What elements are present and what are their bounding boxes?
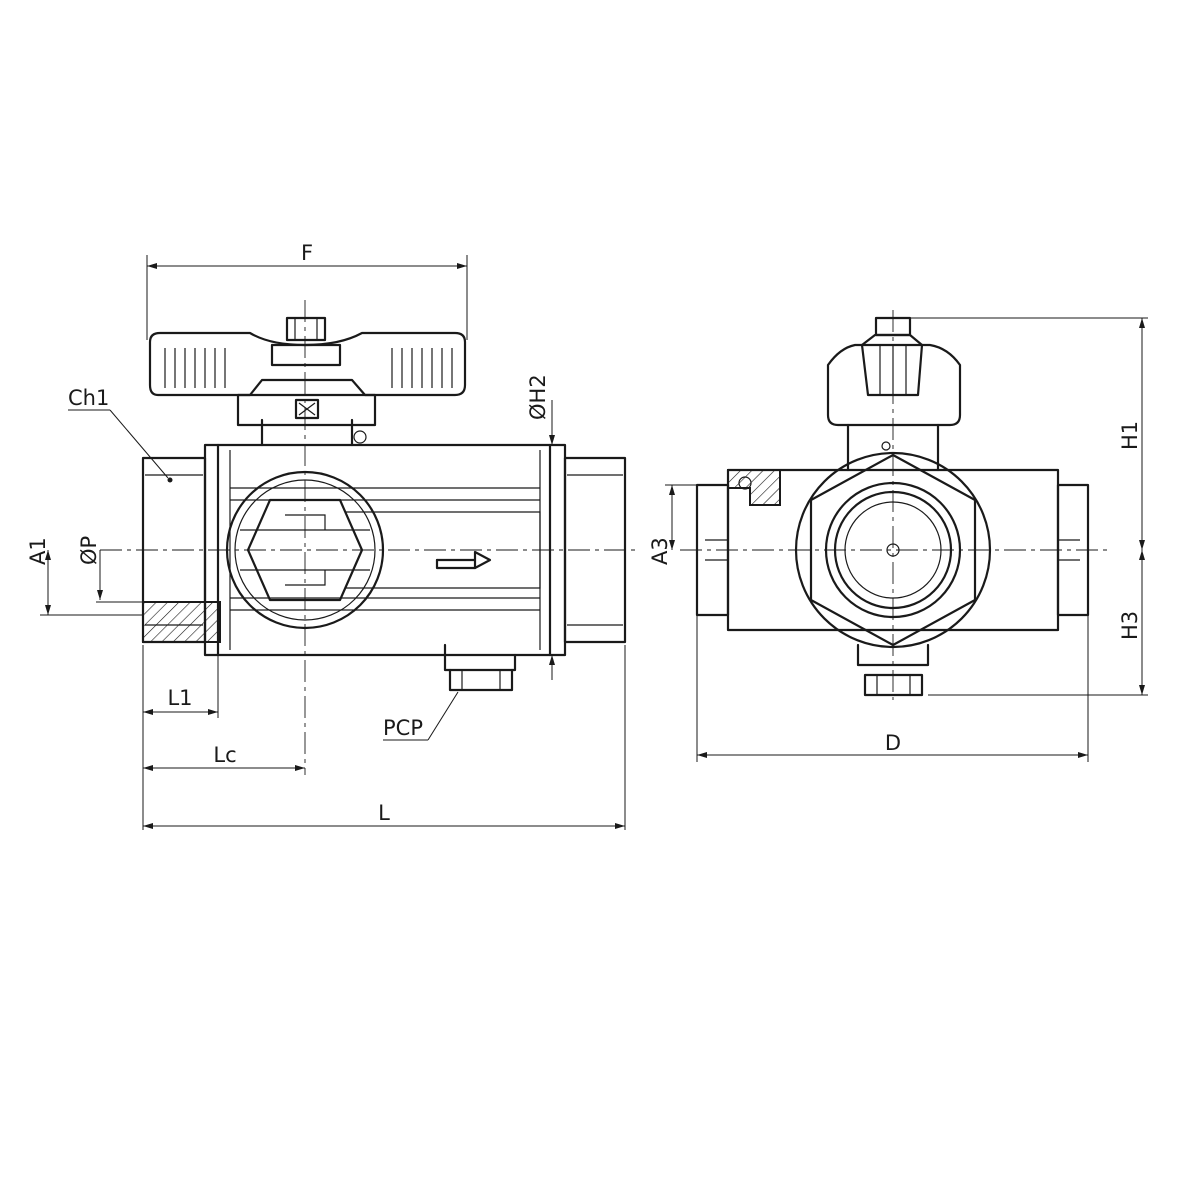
- dim-label-A1: A1: [26, 537, 50, 565]
- side-view: [100, 300, 640, 775]
- dim-label-D: D: [885, 731, 901, 755]
- dim-label-L: L: [378, 801, 390, 825]
- dim-label-L1: L1: [167, 686, 192, 710]
- end-view: [680, 310, 1110, 700]
- dim-label-A3: A3: [648, 537, 672, 565]
- dim-label-F: F: [301, 241, 313, 265]
- end-view-dimensions: A3 D H1 H3: [648, 317, 1148, 762]
- dim-label-PCP: PCP: [383, 716, 423, 740]
- side-view-dimensions: F Ch1 ØH2 A1 ØP L1 Lc L PCP: [26, 241, 626, 830]
- dim-label-Lc: Lc: [213, 743, 236, 767]
- dim-label-H3: H3: [1118, 611, 1142, 640]
- handle-grip-left: [164, 348, 226, 388]
- handle-grip-right: [391, 348, 453, 388]
- dim-label-H1: H1: [1118, 421, 1142, 450]
- dim-label-Ch1: Ch1: [68, 386, 109, 410]
- dim-label-P: ØP: [77, 536, 101, 565]
- dim-label-H2: ØH2: [526, 374, 550, 420]
